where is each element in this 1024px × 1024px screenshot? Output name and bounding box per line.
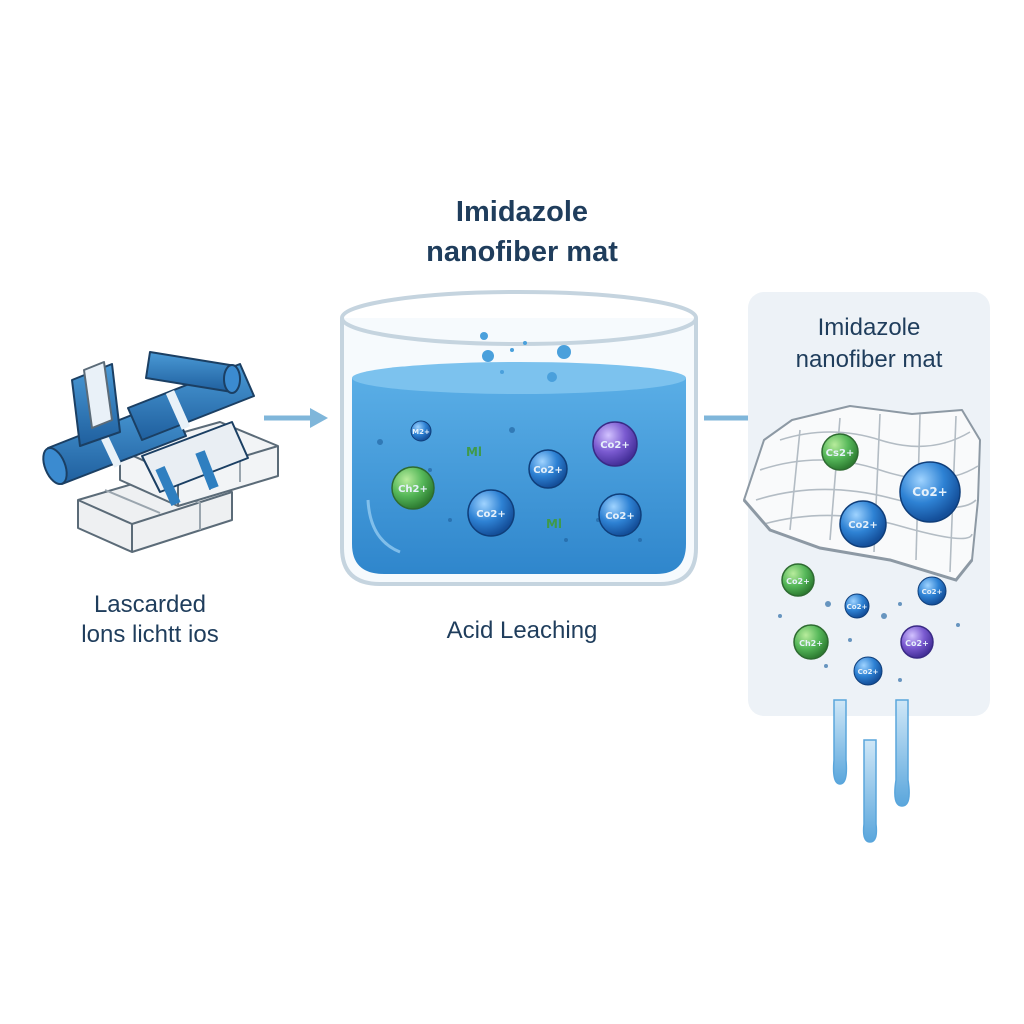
svg-text:Co2+: Co2+ (922, 588, 943, 596)
ion-mid-blue-center: Co2+ (528, 449, 568, 489)
ion-right-green-low: Co2+ (781, 563, 815, 597)
ion-right-green-low2: Ch2+ (793, 624, 829, 660)
caption-mid-line1: Acid Leaching (446, 617, 598, 644)
title-right-line2: nanofiber mat (795, 346, 943, 373)
title-top-line1: Imidazole (455, 196, 589, 228)
caption-mid: Acid Leaching (372, 616, 672, 646)
ion-right-purple: Co2+ (900, 625, 934, 659)
svg-text:Co2+: Co2+ (600, 440, 630, 451)
svg-text:Ch2+: Ch2+ (398, 484, 428, 495)
beaker-icon (340, 290, 698, 586)
ion-right-blue-small: Co2+ (844, 593, 870, 619)
ion-label-green-1: Ml (466, 445, 482, 459)
arrow-icon-1 (264, 408, 328, 428)
svg-text:Co2+: Co2+ (533, 465, 563, 476)
svg-text:Co2+: Co2+ (905, 639, 929, 648)
svg-text:Co2+: Co2+ (605, 511, 635, 522)
ion-right-blue-small2: Co2+ (917, 576, 947, 606)
ion-right-blue-mid: Co2+ (839, 500, 887, 548)
svg-text:Co2+: Co2+ (847, 603, 868, 611)
caption-left-line2: lons lichtt ios (81, 621, 219, 648)
ion-right-green-top: Cs2+ (821, 433, 859, 471)
ion-mid-purple: Co2+ (592, 421, 638, 467)
ion-mid-blue-right: Co2+ (598, 493, 642, 537)
battery-stack-icon (42, 351, 279, 553)
nanofiber-mat-icon (742, 405, 981, 582)
svg-text:Co2+: Co2+ (848, 520, 878, 531)
title-right-line1: Imidazole (817, 314, 921, 341)
water-drip-icon (832, 699, 910, 843)
ion-right-blue-bottom: Co2+ (853, 656, 883, 686)
title-top: Imidazole nanofiber mat (362, 192, 682, 272)
ion-mid-green: Ch2+ (391, 466, 435, 510)
svg-text:M2+: M2+ (412, 428, 430, 436)
svg-text:Co2+: Co2+ (858, 668, 879, 676)
ion-mid-blue-low: Co2+ (467, 489, 515, 537)
svg-text:Co2+: Co2+ (786, 577, 810, 586)
svg-text:Ch2+: Ch2+ (799, 639, 823, 648)
title-top-line2: nanofiber mat (426, 236, 618, 268)
title-right: Imidazole nanofiber mat (748, 312, 990, 376)
ion-right-big-blue: Co2+ (899, 461, 961, 523)
ion-mid-small-top: M2+ (410, 420, 432, 442)
ion-label-green-2: Ml (546, 517, 562, 531)
svg-text:Co2+: Co2+ (476, 509, 506, 520)
caption-left: Lascarded lons lichtt ios (40, 590, 260, 650)
particle-specks (778, 601, 960, 682)
svg-text:Cs2+: Cs2+ (826, 448, 855, 459)
caption-left-line1: Lascarded (93, 591, 207, 618)
svg-text:Co2+: Co2+ (912, 485, 947, 499)
